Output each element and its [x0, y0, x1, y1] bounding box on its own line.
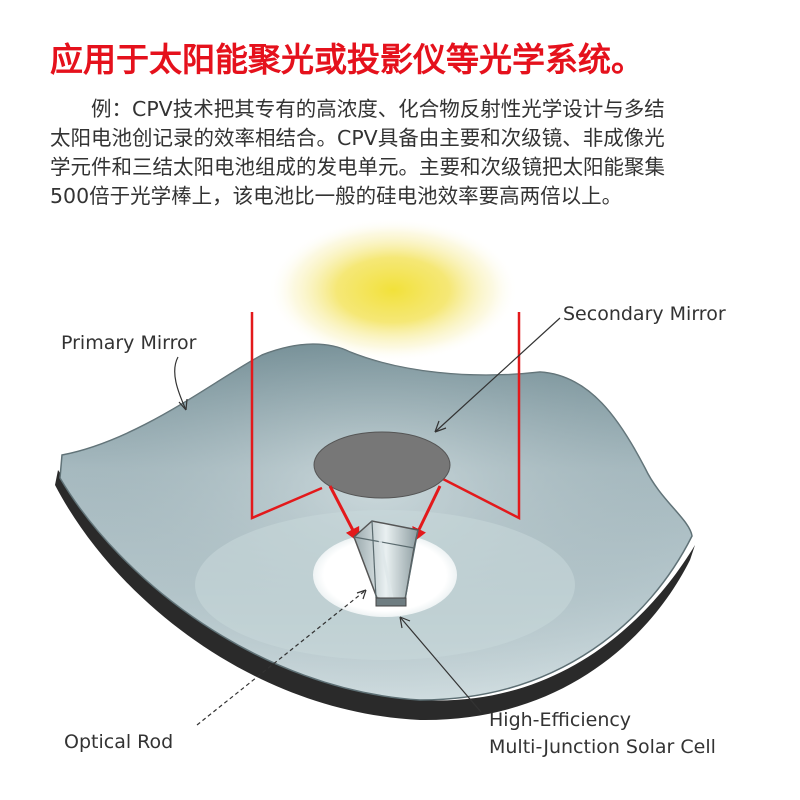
sun-icon: [268, 218, 518, 362]
label-solar-cell-line2: Multi-Junction Solar Cell: [489, 736, 716, 758]
pointer-arrowhead: [356, 589, 367, 600]
description-line: 500倍于光学棒上，该电池比一般的硅电池效率要高两倍以上。: [50, 184, 623, 208]
description-line: 学元件和三结太阳电池组成的发电单元。主要和次级镜把太阳能聚集: [50, 155, 665, 179]
pointer-solar-cell: [399, 616, 482, 713]
label-solar-cell-line1: High-Efficiency: [489, 709, 631, 731]
headline: 应用于太阳能聚光或投影仪等光学系统。: [50, 40, 644, 79]
light-beam-left: [250, 312, 323, 520]
pointer-arrowhead: [434, 420, 447, 433]
optical-rod: [353, 520, 419, 607]
description-line: 太阳电池创记录的效率相结合。CPV具备由主要和次级镜、非成像光: [50, 126, 665, 150]
secondary-mirror: [313, 431, 451, 499]
pointer-optical-rod: [196, 589, 367, 726]
description: 例：CPV技术把其专有的高浓度、化合物反射性光学设计与多结 太阳电池创记录的效率…: [50, 95, 760, 211]
label-optical-rod: Optical Rod: [64, 731, 173, 753]
pointer-secondary-mirror: [434, 317, 561, 433]
label-secondary-mirror: Secondary Mirror: [563, 303, 726, 325]
description-line: 例：CPV技术把其专有的高浓度、化合物反射性光学设计与多结: [50, 97, 665, 121]
pointer-arrowhead: [178, 398, 188, 411]
red-arrow-left: [328, 485, 360, 543]
pointer-arrowhead: [399, 616, 411, 629]
light-beam-right: [440, 312, 521, 521]
label-primary-mirror: Primary Mirror: [61, 332, 197, 354]
pointer-primary-mirror: [174, 356, 187, 411]
